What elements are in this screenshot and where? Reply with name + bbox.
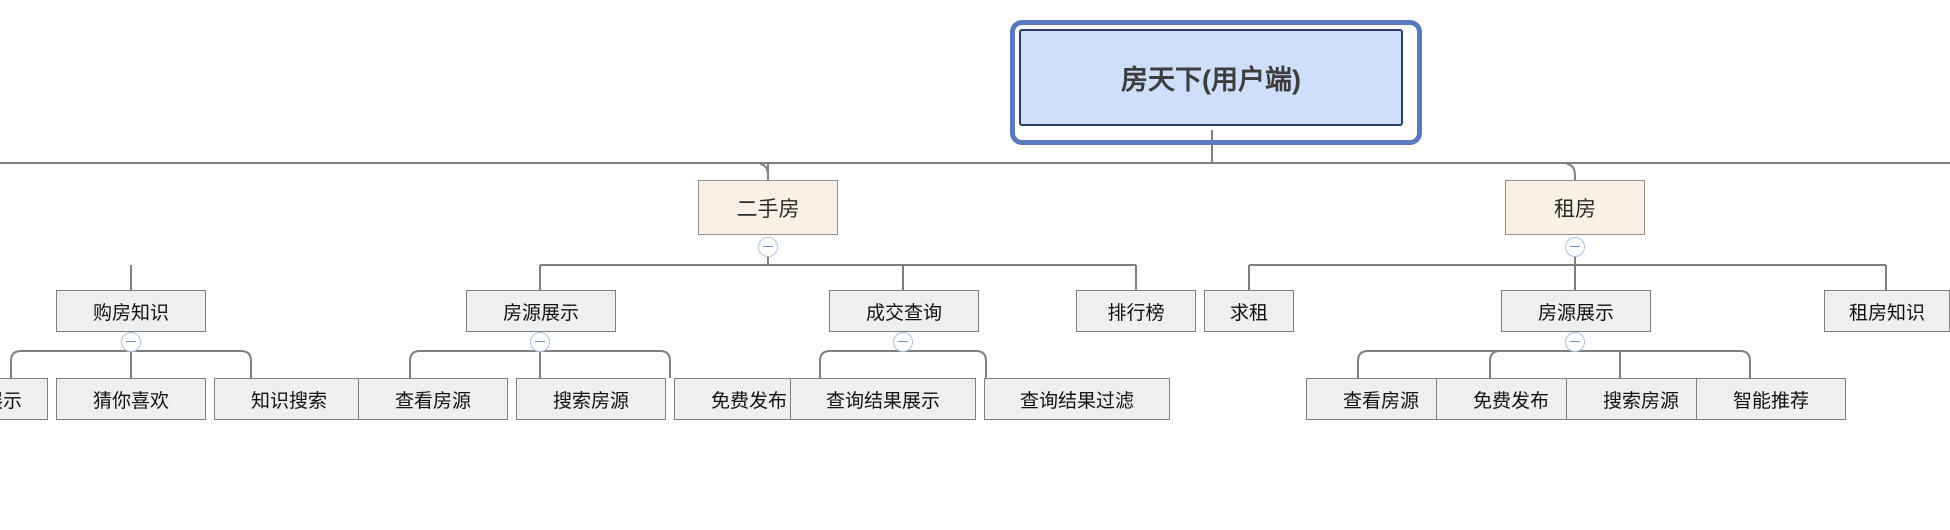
level4-node-chaxunjieguozhanshi[interactable]: 查询结果展示 — [790, 378, 976, 420]
level4-node-zhishisousuo[interactable]: 知识搜索 — [214, 378, 364, 420]
level3-node-fangyuanzhanshi-ershoufang[interactable]: 房源展示 — [466, 290, 616, 332]
level4-node-zhinengtuijian[interactable]: 智能推荐 — [1696, 378, 1846, 420]
level4-node-sousuofangyuan-zufang[interactable]: 搜索房源 — [1566, 378, 1716, 420]
root-node-fangtianxia[interactable]: 房天下(用户端) — [1019, 29, 1403, 126]
level2-node-ershoufang[interactable]: 二手房 — [698, 180, 838, 235]
level4-node-chakanfangyuan-ershoufang[interactable]: 查看房源 — [358, 378, 508, 420]
toggle-collapse-chengjiaochaxun[interactable] — [893, 332, 913, 352]
toggle-collapse-fangyuanzhanshi-ershoufang[interactable] — [530, 332, 550, 352]
toggle-collapse-ershoufang[interactable] — [758, 237, 778, 257]
level3-node-paihangbang[interactable]: 排行榜 — [1076, 290, 1196, 332]
level3-node-qiuzu[interactable]: 求租 — [1204, 290, 1294, 332]
level2-node-zufang[interactable]: 租房 — [1505, 180, 1645, 235]
level3-node-zufangzhishi[interactable]: 租房知识 — [1824, 290, 1950, 332]
level4-node-sousuofangyuan-ershoufang[interactable]: 搜索房源 — [516, 378, 666, 420]
level4-node-cainixihuan[interactable]: 猜你喜欢 — [56, 378, 206, 420]
toggle-collapse-fangyuanzhanshi-zufang[interactable] — [1565, 332, 1585, 352]
level4-node-zhanshi-clipped[interactable]: 展示 — [0, 378, 48, 420]
level3-node-chengjiaochaxun[interactable]: 成交查询 — [829, 290, 979, 332]
root-node-highlight — [1010, 20, 1422, 145]
level3-node-fangyuanzhanshi-zufang[interactable]: 房源展示 — [1501, 290, 1651, 332]
level4-node-chaxunjieguoguolv[interactable]: 查询结果过滤 — [984, 378, 1170, 420]
level4-node-mianfeifabu-zufang[interactable]: 免费发布 — [1436, 378, 1586, 420]
level4-node-chakanfangyuan-zufang[interactable]: 查看房源 — [1306, 378, 1456, 420]
toggle-collapse-goufangzhishi[interactable] — [121, 332, 141, 352]
level3-node-goufangzhishi[interactable]: 购房知识 — [56, 290, 206, 332]
toggle-collapse-zufang[interactable] — [1565, 237, 1585, 257]
